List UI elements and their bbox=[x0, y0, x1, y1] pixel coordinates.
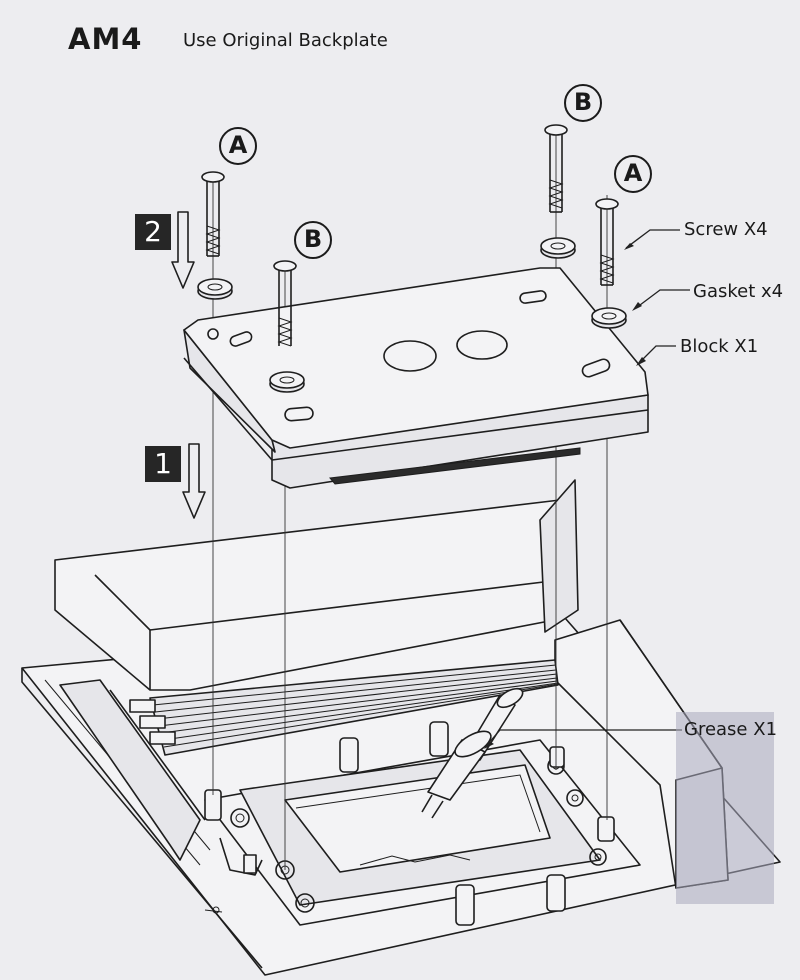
gasket-b-left bbox=[269, 371, 305, 393]
step-2-badge: 2 bbox=[135, 214, 171, 250]
grease-label: Grease X1 bbox=[684, 719, 778, 740]
gasket-left bbox=[197, 278, 233, 300]
gasket-label: Gasket x4 bbox=[693, 281, 784, 302]
heatsink-fins bbox=[129, 659, 559, 756]
page-title: AM4 bbox=[68, 22, 143, 56]
marker-a-left: A bbox=[219, 127, 257, 165]
screw-a-right bbox=[595, 198, 619, 286]
water-block bbox=[183, 267, 649, 489]
gasket-a-right bbox=[591, 307, 627, 329]
step-1-badge: 1 bbox=[145, 446, 181, 482]
cpu-socket bbox=[204, 721, 641, 926]
step-2-arrow bbox=[171, 211, 195, 289]
screw-b-right bbox=[544, 124, 568, 213]
step-1-arrow bbox=[182, 443, 206, 519]
grease-syringe bbox=[421, 687, 524, 819]
screw-a-left bbox=[201, 171, 225, 257]
socket-bracket bbox=[539, 479, 579, 633]
page-subtitle: Use Original Backplate bbox=[183, 30, 388, 51]
screw-label: Screw X4 bbox=[684, 219, 768, 240]
marker-b-right: B bbox=[564, 84, 602, 122]
gasket-b-right bbox=[540, 237, 576, 259]
callout-leaders bbox=[484, 229, 690, 749]
marker-a-right: A bbox=[614, 155, 652, 193]
block-label: Block X1 bbox=[680, 336, 759, 357]
marker-b-left: B bbox=[294, 221, 332, 259]
grease-highlight bbox=[676, 712, 774, 904]
screw-b-left bbox=[273, 260, 297, 347]
